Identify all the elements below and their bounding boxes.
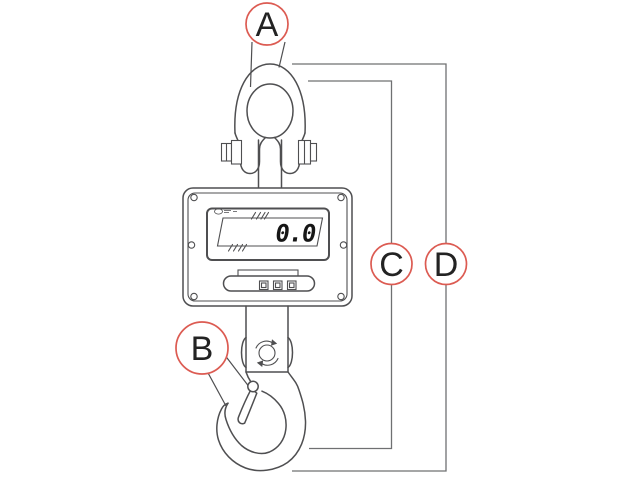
lcd-window: [216, 217, 324, 247]
rotation-arrowhead-top: [271, 339, 278, 346]
shine-line: [263, 211, 270, 220]
swivel-bulge-left: [240, 336, 247, 369]
callout-a: A: [245, 2, 289, 46]
lcd-shine-marks-bottom: [227, 243, 248, 252]
callout-d-label: D: [434, 246, 459, 284]
pin-bolt-left-washer: [230, 139, 243, 165]
shackle-bow-outer: [234, 63, 306, 134]
housing-inner: [187, 192, 348, 302]
safety-latch: [237, 389, 258, 425]
shackle: [220, 63, 318, 189]
callout-d-circle: [424, 242, 468, 286]
keypad-button: [258, 280, 269, 291]
callout-d: D: [424, 242, 468, 286]
keypad-button: [286, 280, 297, 291]
shackle-pin-bolt-left: [220, 139, 243, 165]
rotation-arrowhead-bottom: [256, 360, 264, 367]
screw-icon: [337, 292, 345, 301]
hook-inner-curve: [224, 390, 287, 455]
rotation-arc-bottom: [260, 357, 279, 366]
shine-line: [232, 243, 239, 252]
lcd-shine-marks-top: [250, 211, 270, 220]
callout-b-leader-latch: [223, 353, 251, 389]
keypad-pill: [222, 275, 316, 292]
shackle-bow-eye: [246, 83, 294, 139]
display-value: 0.0: [273, 220, 317, 248]
callout-a-label: A: [256, 6, 279, 44]
display-readout: 0.0: [273, 220, 317, 248]
swivel-hook: [216, 305, 307, 472]
rotation-circle: [258, 344, 276, 362]
keypad: [222, 269, 316, 292]
screw-icon: [187, 241, 196, 249]
callout-c: C: [370, 242, 413, 286]
shackle-link-bar: [257, 139, 283, 189]
button-inner: [274, 282, 281, 289]
callout-b-leader-tip: [206, 370, 227, 407]
keypad-button: [272, 280, 283, 291]
screw-icon: [190, 193, 198, 202]
pin-nut-right-cap: [309, 142, 318, 162]
callout-a-leader-left: [249, 41, 253, 88]
shine-line: [237, 243, 244, 252]
shackle-pin-nut-right: [297, 139, 318, 165]
callout-c-label: C: [379, 246, 404, 284]
shine-line: [255, 211, 262, 220]
rotation-arc-top: [255, 340, 274, 349]
button-outer: [258, 280, 269, 291]
shine-line: [227, 243, 234, 252]
shine-line: [250, 211, 257, 220]
brand-logo-mark: [214, 208, 237, 215]
button-inner: [288, 282, 295, 289]
rotation-arrows-icon: [255, 339, 279, 367]
lcd-display: 0.0: [206, 207, 330, 261]
shank-sides: [245, 305, 289, 373]
button-outer: [272, 280, 283, 291]
screw-icon: [337, 193, 345, 202]
shine-line: [260, 211, 266, 220]
housing-screws: [187, 193, 348, 301]
indicator-housing: 0.0: [182, 187, 353, 307]
shine-line: [241, 243, 248, 252]
callout-a-circle: [245, 2, 289, 46]
display-bezel: [206, 207, 330, 261]
callout-a-leader-right: [278, 41, 286, 68]
callout-leaders: [206, 41, 286, 407]
latch-pivot: [247, 380, 259, 393]
screw-icon: [339, 241, 348, 249]
callout-b-circle: [175, 321, 229, 375]
callout-b-label: B: [191, 330, 214, 368]
swivel-bulge-right: [287, 336, 294, 369]
screw-icon: [190, 292, 198, 301]
hook-outer-curve: [216, 371, 307, 472]
button-outer: [286, 280, 297, 291]
button-inner: [260, 282, 267, 289]
callout-b: B: [175, 321, 229, 375]
callout-c-circle: [370, 242, 413, 286]
